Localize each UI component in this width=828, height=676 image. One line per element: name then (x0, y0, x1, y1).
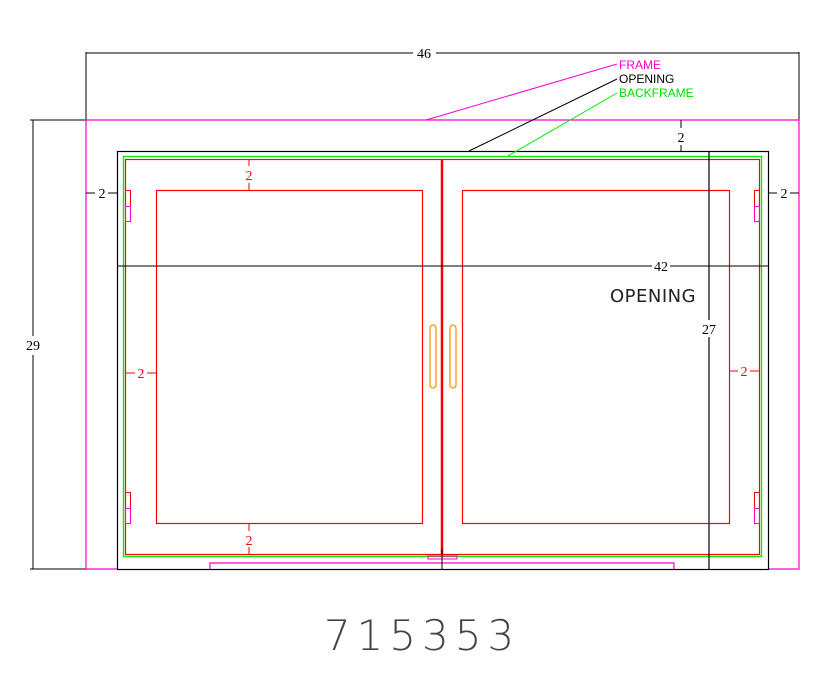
legend-frame: FRAME (619, 58, 661, 72)
frame-right-dimension: 2 (768, 187, 799, 202)
overall-height-dimension: 29 (26, 119, 117, 570)
opening-width-value: 42 (654, 260, 668, 275)
door-right-dimension: 2 (729, 365, 760, 380)
opening-height-dimension: 27 (702, 151, 716, 569)
hinge-top-right (754, 190, 760, 207)
door-assembly (124, 158, 761, 556)
door-left-value: 2 (138, 367, 145, 382)
opening-width-dimension: 42 (117, 260, 768, 275)
legend-opening: OPENING (619, 72, 674, 86)
opening-leader (468, 78, 618, 152)
drawing-number: 715353 (324, 611, 520, 660)
hinge-bottom-right (754, 492, 760, 509)
legend-backframe: BACKFRAME (619, 86, 694, 100)
frame-leader (425, 63, 618, 121)
door-bottom-value: 2 (246, 534, 253, 549)
opening-height-value: 27 (702, 323, 716, 338)
overall-width-dimension: 46 (85, 47, 800, 120)
door-top-value: 2 (246, 169, 253, 184)
opening-outline (116, 150, 770, 571)
left-door-panel (155, 189, 424, 525)
frame-right-value: 2 (781, 187, 788, 202)
left-handle-icon (429, 324, 437, 389)
opening-annotation: OPENING (610, 286, 696, 307)
backframe-leader (507, 92, 618, 157)
right-door-panel (461, 189, 731, 525)
hinges (125, 190, 760, 524)
handles (429, 324, 457, 389)
legend: FRAME OPENING BACKFRAME (425, 58, 694, 157)
frame-left-value: 2 (99, 187, 106, 202)
frame-top-value: 2 (678, 131, 685, 146)
door-bottom-dimension: 2 (246, 523, 253, 554)
hinge-bottom-left-leaf (125, 508, 131, 524)
frame-left-dimension: 2 (86, 187, 117, 202)
door-top-dimension: 2 (246, 159, 253, 190)
hinge-bottom-left (125, 492, 131, 509)
hinge-bottom-right-leaf (754, 508, 760, 524)
hinge-top-left (125, 190, 131, 207)
door-left-dimension: 2 (125, 367, 156, 382)
hinge-top-left-leaf (125, 206, 131, 222)
door-right-value: 2 (741, 365, 748, 380)
hinge-top-right-leaf (754, 206, 760, 222)
right-handle-icon (449, 324, 457, 389)
overall-height-value: 29 (26, 339, 40, 354)
overall-width-value: 46 (417, 47, 431, 62)
frame-top-dimension: 2 (678, 120, 685, 151)
